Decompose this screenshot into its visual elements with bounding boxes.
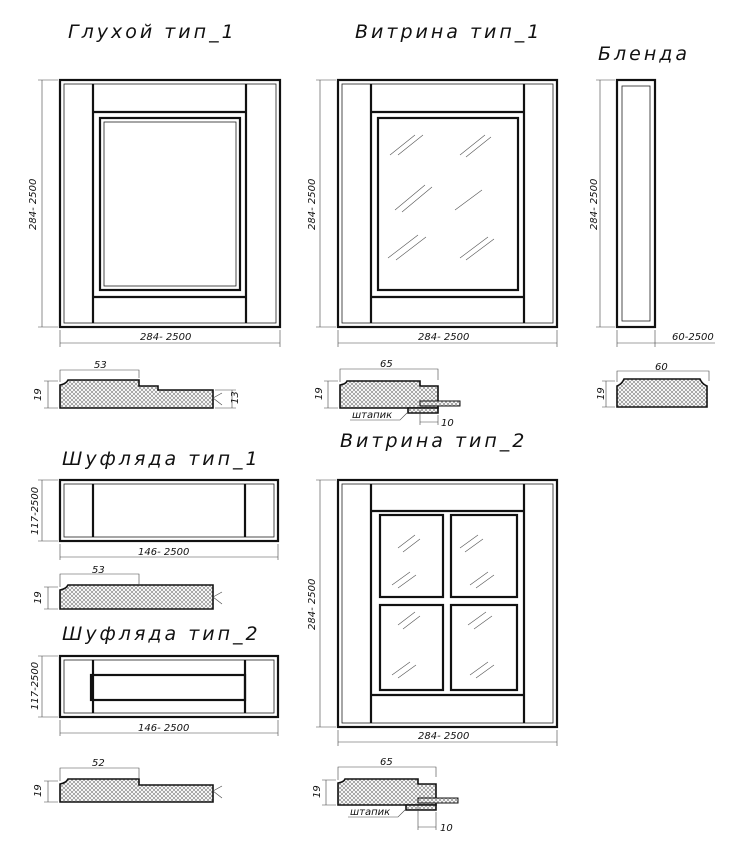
profile-blind [44,369,236,409]
profile-blind-53: 53 [94,360,107,371]
profile-drawer-2 [44,767,223,803]
vitrine-2-width-dim: 284- 2500 [418,731,469,742]
drawer-2-height-dim: 117-2500 [30,662,41,710]
profile-vitrine-2-65: 65 [380,757,393,768]
profile-vitrine-1-shtapik: штапик [352,410,392,421]
profile-drawer-2-52: 52 [92,758,105,769]
profile-vitrine-2 [322,766,459,830]
profile-blind-19: 19 [33,388,44,401]
vitrine-2-frame [316,478,559,746]
profile-vitrine-1 [324,368,461,425]
profile-drawer-1-19: 19 [33,591,44,604]
profile-vitrine-1-19: 19 [314,387,325,400]
title-vitrine-2: Витрина тип_2 [340,430,527,452]
profile-vitrine-2-shtapik: штапик [350,807,390,818]
blenda-height-dim: 284- 2500 [589,179,600,230]
title-vitrine-1: Витрина тип_1 [355,21,542,43]
title-drawer-2: Шуфляда тип_2 [62,623,261,645]
vitrine-2-height-dim: 284- 2500 [307,579,318,630]
profile-drawer-2-19: 19 [33,784,44,797]
title-blind: Глухой тип_1 [68,21,237,43]
profile-vitrine-1-65: 65 [380,359,393,370]
profile-blind-13: 13 [230,391,241,404]
drawer-2-width-dim: 146- 2500 [138,723,189,734]
profile-blenda-19: 19 [596,387,607,400]
vitrine-1-height-dim: 284- 2500 [307,179,318,230]
profile-drawer-1 [44,573,223,610]
blenda-width-dim: 60-2500 [672,332,714,343]
vitrine-1-frame [316,78,559,347]
title-blenda: Бленда [598,43,690,65]
drawer-2-frame [38,654,280,736]
blind-height-dim: 284- 2500 [28,179,39,230]
blenda-frame [596,78,715,347]
drawer-1-width-dim: 146- 2500 [138,547,189,558]
title-drawer-1: Шуфляда тип_1 [62,448,261,470]
blind-door-frame [38,78,282,347]
blind-width-dim: 284- 2500 [140,332,191,343]
profile-blenda-60: 60 [655,362,668,373]
profile-blenda [602,370,710,408]
drawer-1-frame [38,478,280,560]
profile-vitrine-2-10: 10 [440,823,453,834]
vitrine-1-width-dim: 284- 2500 [418,332,469,343]
profile-vitrine-1-10: 10 [441,418,454,429]
profile-drawer-1-53: 53 [92,565,105,576]
profile-vitrine-2-19: 19 [312,785,323,798]
drawer-1-height-dim: 117-2500 [30,487,41,535]
